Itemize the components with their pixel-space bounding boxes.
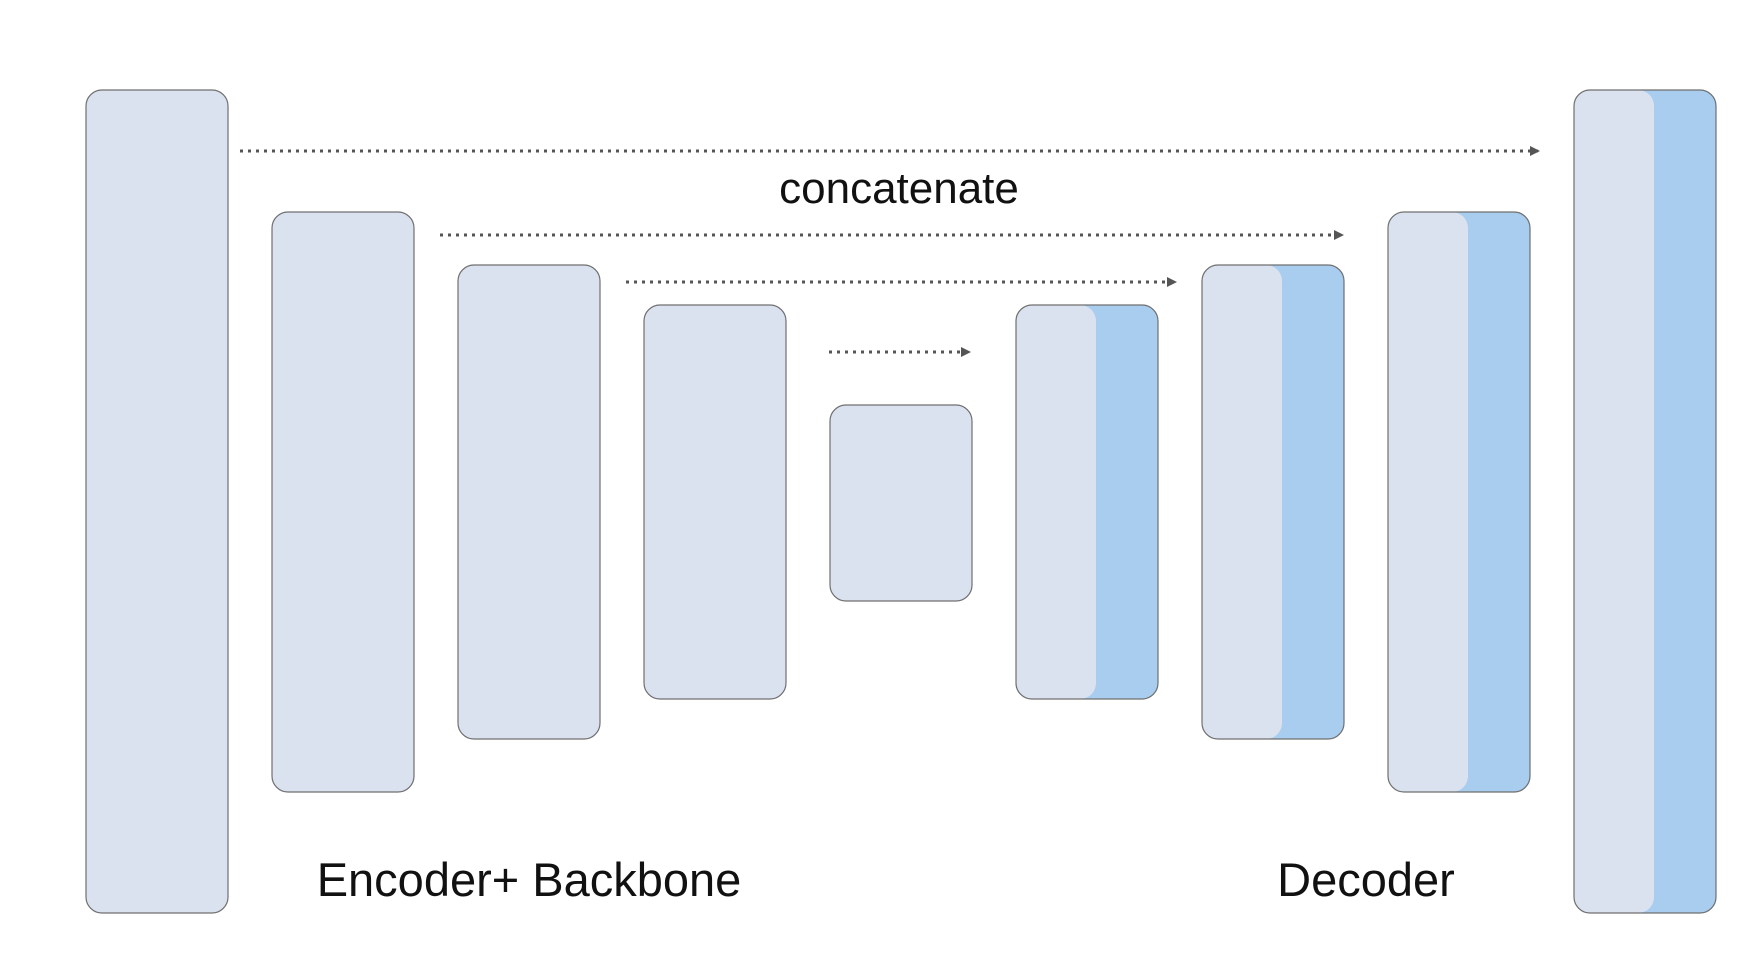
- encoder-block-4: [643, 304, 787, 700]
- decoder-block-3: [1387, 211, 1531, 793]
- encoder-label: Encoder+ Backbone: [317, 853, 742, 906]
- decoder-block-1: [1015, 304, 1159, 700]
- decoder-block-2: [1201, 264, 1345, 740]
- decoder-label: Decoder: [1277, 853, 1455, 906]
- decoder-block-4-upsampled: [1574, 90, 1654, 913]
- decoder-block-3-upsampled: [1388, 212, 1468, 792]
- encoder-block-3: [457, 264, 601, 740]
- encoder-block-1: [85, 89, 229, 914]
- concatenate-label: concatenate: [779, 164, 1019, 213]
- bottleneck-block: [829, 404, 973, 602]
- decoder-block-4: [1573, 89, 1717, 914]
- decoder-block-1-upsampled: [1016, 305, 1096, 699]
- encoder-block-2: [271, 211, 415, 793]
- decoder-block-2-upsampled: [1202, 265, 1282, 739]
